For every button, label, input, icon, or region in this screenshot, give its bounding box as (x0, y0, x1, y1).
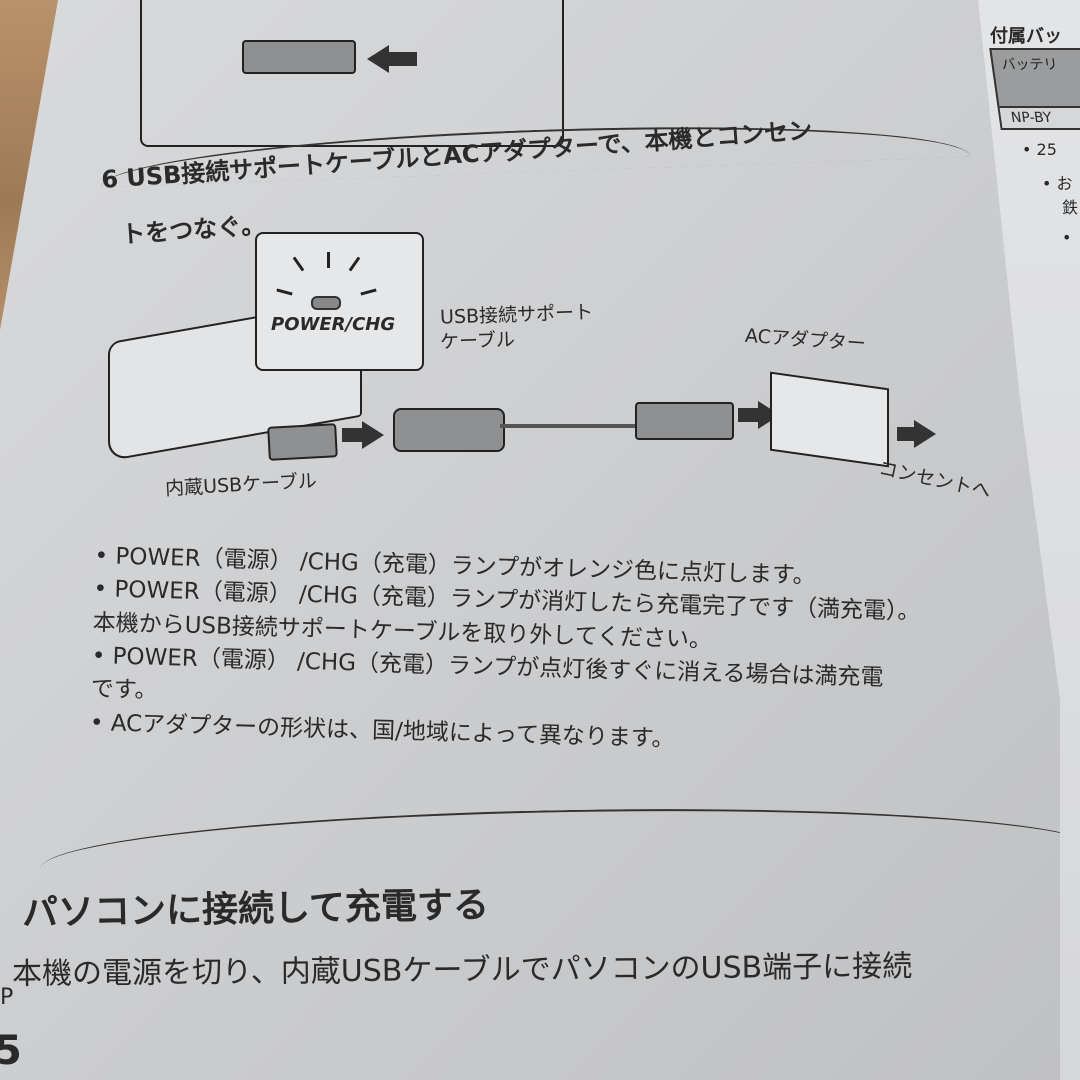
notes-list: • POWER（電源） /CHG（充電）ランプがオレンジ色に点灯します。 • P… (89, 540, 921, 763)
right-page-bullet: • お (1042, 174, 1073, 193)
arrow-right-icon (342, 428, 364, 442)
power-lamp-icon (311, 296, 341, 310)
light-ray-icon (327, 252, 330, 268)
light-ray-icon (348, 256, 361, 272)
battery-table: バッテリ NP-BY (989, 48, 1080, 130)
arrow-right-icon (897, 427, 915, 441)
top-illustration-frame (140, 0, 564, 147)
power-chg-callout: POWER/CHG (255, 232, 424, 371)
support-cable-label-2: ケーブル (439, 328, 516, 354)
section-body: 本機の電源を切り、内蔵USBケーブルでパソコンのUSB端子に接続 (11, 949, 913, 992)
right-page-bullet-cont: 鉄 (1062, 198, 1079, 217)
ac-adapter-illustration (770, 371, 889, 468)
right-page-bullet: • 25 (1022, 140, 1057, 159)
light-ray-icon (360, 288, 377, 296)
light-ray-icon (276, 288, 293, 296)
battery-table-header: バッテリ (1000, 57, 1059, 73)
section-title: パソコンに接続して充電する (21, 884, 490, 935)
step-heading-continued: トをつなぐ。 (120, 210, 267, 249)
light-ray-icon (292, 256, 305, 272)
support-cable-label: USB接続サポート (439, 301, 594, 329)
builtin-cable-label: 内蔵USBケーブル (164, 470, 318, 500)
support-cable-line (500, 424, 635, 428)
arrow-left-icon (387, 52, 417, 66)
arrow-right-head-icon (362, 421, 384, 449)
battery-table-row: NP-BY (999, 106, 1080, 128)
usb-male-plug-icon (635, 402, 734, 440)
top-camera-illustration (545, 0, 845, 90)
usb-female-connector-icon (393, 408, 505, 452)
edge-mark: P (0, 985, 14, 1010)
ac-adapter-label: ACアダプター (744, 324, 867, 356)
builtin-usb-plug-icon (267, 423, 338, 461)
section-divider (39, 800, 1080, 882)
arrow-right-head-icon (914, 420, 936, 448)
usb-plug-icon (242, 40, 356, 74)
arrow-left-head-icon (367, 45, 389, 73)
right-page-title: 付属バッ (990, 26, 1062, 47)
power-chg-label: POWER/CHG (271, 314, 396, 335)
arrow-right-icon (738, 408, 760, 422)
outlet-label: コンセントへ (876, 457, 993, 503)
right-page-bullet: • (1062, 228, 1072, 247)
page-number: 5 (0, 1028, 22, 1074)
